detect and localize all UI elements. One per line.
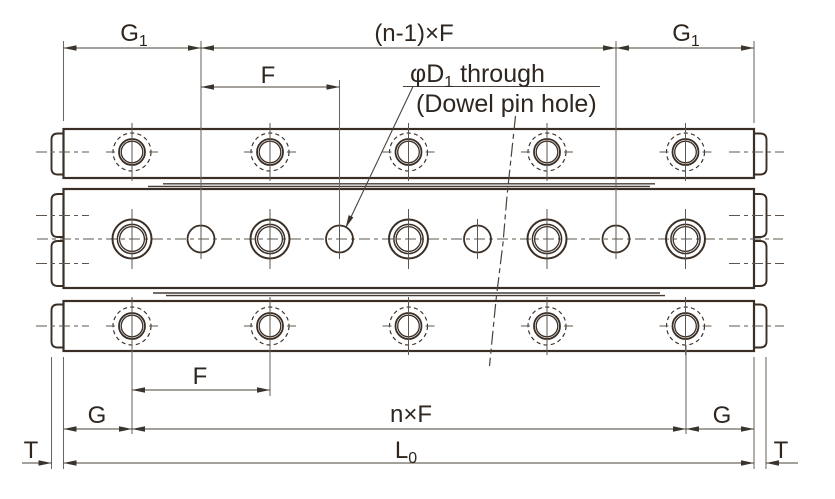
countersunk-hole	[244, 123, 296, 181]
label-t-left: T	[24, 437, 39, 464]
dimension-labels: G1 (n-1)×F G1 F φD1 through (Dowel pin h…	[24, 20, 789, 467]
dimension-arrowhead	[132, 387, 145, 393]
dimension-arrowhead	[326, 84, 340, 90]
label-dowel-note-line2: (Dowel pin hole)	[416, 90, 597, 118]
label-g-left: G	[88, 402, 107, 429]
mating-lines	[148, 183, 665, 297]
top-rail-left-tab	[50, 132, 65, 176]
dowel-pin-hole	[463, 219, 492, 259]
dimension-arrowhead	[201, 45, 214, 51]
dimension-arrowhead	[766, 460, 779, 466]
dimension-arrowhead	[257, 387, 270, 393]
dimension-arrowhead	[188, 45, 201, 51]
countersunk-hole	[659, 123, 712, 181]
top-rail-right-tab	[753, 132, 768, 176]
label-f-bottom: F	[193, 363, 208, 390]
label-l0: L0	[395, 437, 417, 467]
counterbore-hole	[111, 209, 153, 269]
counterbore-hole	[665, 209, 706, 269]
dimension-arrowhead	[201, 84, 214, 90]
label-g-right: G	[713, 402, 732, 429]
countersunk-hole	[106, 123, 158, 181]
label-span-top: (n-1)×F	[374, 20, 453, 47]
dimension-arrowhead	[741, 426, 754, 432]
centerlines	[36, 151, 784, 327]
dimension-arrowhead	[63, 460, 77, 466]
dimension-lines	[22, 47, 798, 464]
dimension-arrows	[38, 45, 779, 466]
label-g1-left: G1	[120, 20, 148, 50]
dowel-pin-hole	[186, 219, 216, 259]
dimension-arrowhead	[741, 460, 754, 466]
extension-lines	[50, 41, 767, 469]
leader-arrowhead	[345, 215, 354, 228]
countersunk-hole	[521, 297, 573, 355]
dimension-arrowhead	[63, 426, 77, 432]
label-f-top: F	[261, 62, 276, 89]
dimension-arrowhead	[38, 460, 52, 466]
dimension-arrowhead	[616, 45, 629, 51]
label-n-span: n×F	[390, 401, 432, 428]
break-line	[488, 115, 517, 367]
dimension-arrowhead	[673, 426, 686, 432]
dimension-arrowhead	[686, 426, 699, 432]
dimension-arrowhead	[603, 45, 616, 51]
dowel-pin-hole	[601, 219, 631, 259]
dowel-pin-hole	[325, 219, 354, 259]
leader-line	[346, 86, 414, 227]
counterbore-hole	[249, 209, 291, 269]
annotations	[345, 85, 600, 367]
dimension-arrowhead	[741, 45, 754, 51]
dimension-arrowhead	[132, 426, 145, 432]
label-g1-right: G1	[672, 20, 700, 50]
dimension-arrowhead	[119, 426, 132, 432]
countersunk-hole	[382, 123, 435, 181]
counterbore-hole	[388, 209, 429, 269]
countersunk-hole	[382, 297, 435, 355]
countersunk-hole	[521, 123, 573, 181]
counterbore-hole	[526, 209, 568, 269]
dimension-arrowhead	[63, 45, 77, 51]
label-t-right: T	[774, 437, 789, 464]
label-dowel-note-line1: φD1 through	[410, 60, 545, 91]
